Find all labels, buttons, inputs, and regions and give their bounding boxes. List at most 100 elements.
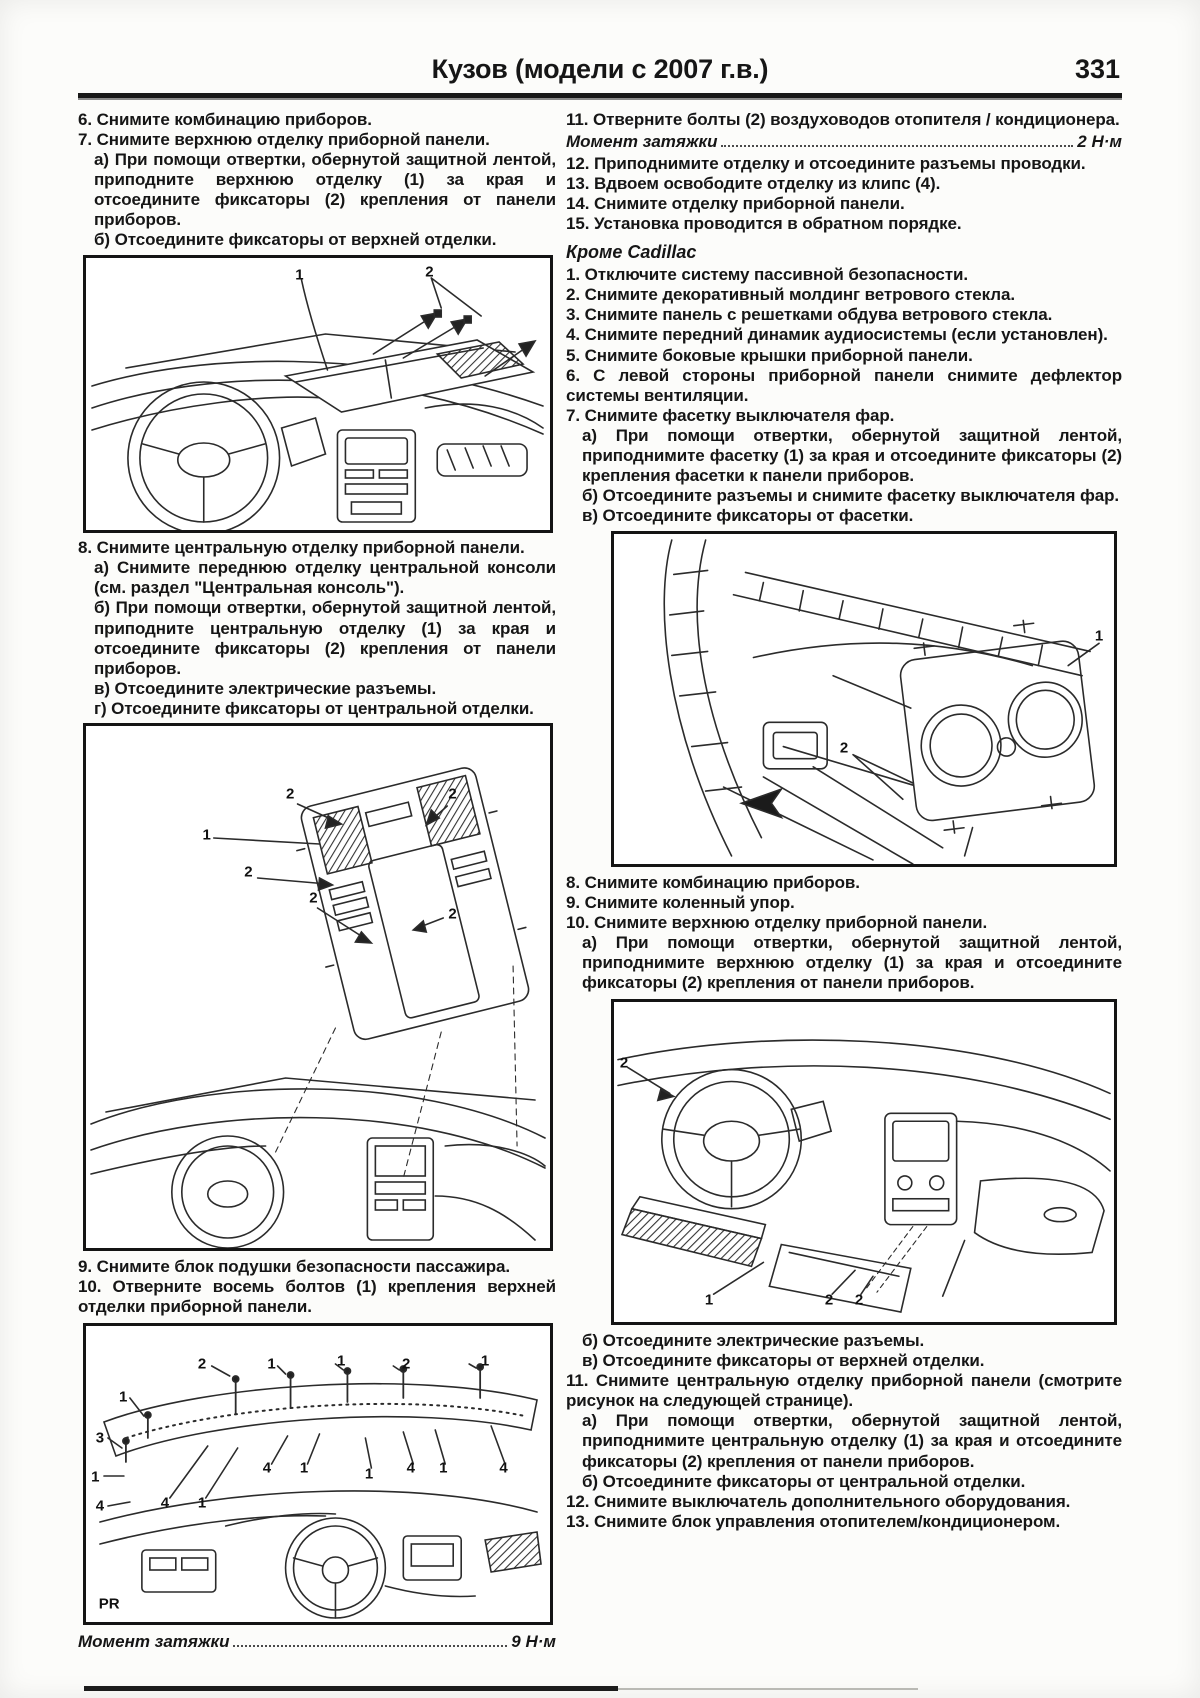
instruction-step: 6. Снимите комбинацию приборов.	[78, 110, 372, 129]
figure-bolts-art	[99, 1362, 542, 1619]
scan-artifact-line	[84, 1686, 618, 1691]
figure-callout: 1	[202, 826, 211, 844]
figure-callout: 4	[95, 1497, 105, 1515]
left-column: 6. Снимите комбинацию приборов.7. Снимит…	[78, 110, 556, 1654]
figure-callout: 1	[91, 1468, 100, 1486]
instruction-substep: в) Отсоедините фиксаторы от верхней отде…	[582, 1351, 985, 1371]
instruction-step: 13. Вдвоем освободите отделку из клипс (…	[566, 174, 941, 194]
steps-group: б) Отсоедините электрические разъемы.в) …	[566, 1331, 1122, 1531]
figure-callout: 1	[704, 1291, 714, 1309]
instruction-step: 2. Снимите декоративный молдинг ветровог…	[566, 285, 1015, 305]
steps-group: 1. Отключите систему пассивной безопасно…	[566, 265, 1122, 526]
figure-callout: PR	[98, 1595, 120, 1613]
instruction-step: 8. Снимите комбинацию приборов.	[566, 872, 860, 892]
instruction-step: 10. Отверните восемь болтов (1) креплени…	[78, 1276, 556, 1316]
figure-callout: 1	[118, 1388, 128, 1406]
instruction-step: 12. Приподнимите отделку и отсоедините р…	[566, 154, 1086, 174]
content-columns: 6. Снимите комбинацию приборов.7. Снимит…	[0, 100, 1200, 1654]
figure-callout: 4	[499, 1459, 508, 1477]
instruction-step: 5. Снимите боковые крышки приборной пане…	[566, 345, 973, 365]
header-rule	[78, 93, 1122, 100]
figure-callout: 1	[267, 1355, 276, 1373]
figure-callout: 1	[480, 1352, 490, 1370]
steps-group: 8. Снимите комбинацию приборов.9. Снимит…	[566, 873, 1122, 993]
figure-callout: 2	[244, 863, 253, 881]
figure-callout: 1	[364, 1465, 374, 1483]
instruction-substep: б) При помощи отвертки, обернутой защитн…	[94, 598, 556, 678]
instruction-step: 8. Снимите центральную отделку приборной…	[78, 538, 525, 558]
instruction-step: 9. Снимите коленный упор.	[566, 892, 795, 912]
instruction-step: 7. Снимите фасетку выключателя фар.	[566, 405, 895, 425]
torque-value: 9 Н·м	[511, 1631, 556, 1651]
figure-callout: 1	[295, 266, 304, 284]
instruction-step: 4. Снимите передний динамик аудиосистемы…	[566, 325, 1108, 345]
figure-callout: 1	[197, 1494, 207, 1512]
instruction-substep: г) Отсоедините фиксаторы от центральной …	[94, 698, 534, 718]
instruction-substep: б) Отсоедините фиксаторы от центральной …	[582, 1471, 1026, 1491]
instruction-step: 1. Отключите систему пассивной безопасно…	[566, 265, 968, 285]
steps-group: 11. Отверните болты (2) воздуховодов ото…	[566, 110, 1122, 130]
instruction-substep: б) Отсоедините фиксаторы от верхней отде…	[94, 230, 497, 250]
figure-callout: 2	[448, 785, 457, 803]
page-header: Кузов (модели с 2007 г.в.) 331	[0, 0, 1200, 100]
figure-callout: 2	[824, 1291, 834, 1309]
figure-callout: 2	[401, 1355, 411, 1373]
instruction-step: 10. Снимите верхнюю отделку приборной па…	[566, 913, 988, 933]
figure-callout: 1	[337, 1352, 346, 1370]
page-title: Кузов (модели с 2007 г.в.)	[431, 54, 769, 84]
instruction-step: 3. Снимите панель с решетками обдува вет…	[566, 305, 1053, 325]
torque-spec: Момент затяжки 9 Н·м	[78, 1631, 556, 1653]
scan-artifact-line-light	[618, 1688, 918, 1690]
figure-callout: 4	[262, 1459, 272, 1477]
instruction-step: 11. Отверните болты (2) воздуховодов ото…	[566, 110, 1120, 129]
figure-callout: 2	[448, 905, 457, 923]
figure-callout: 2	[309, 889, 318, 907]
figure-callout: 1	[1094, 627, 1104, 645]
figure-callout: 2	[425, 263, 434, 281]
figure-center-trim-art	[90, 766, 546, 1248]
torque-value: 2 Н·м	[1077, 132, 1122, 152]
instruction-step: 15. Установка проводится в обратном поря…	[566, 214, 962, 234]
figure-dashboard-art	[617, 1039, 1111, 1314]
figure-callout: 2	[854, 1291, 864, 1309]
instruction-substep: в) Отсоедините фиксаторы от фасетки.	[582, 505, 914, 525]
section-subheading: Кроме Cadillac	[566, 242, 697, 263]
figure-dashboard-overview: 2 1 2 2	[611, 999, 1117, 1326]
instruction-substep: б) Отсоедините электрические разъемы.	[582, 1331, 925, 1351]
instruction-substep: а) При помощи отвертки, обернутой защитн…	[582, 425, 1122, 485]
instruction-step: 9. Снимите блок подушки безопасности пас…	[78, 1256, 511, 1276]
figure-callout: 1	[299, 1459, 309, 1477]
instruction-substep: а) Снимите переднюю отделку центральной …	[94, 558, 556, 598]
steps-group: 8. Снимите центральную отделку приборной…	[78, 538, 556, 718]
figure-fascia-art	[663, 539, 1100, 864]
instruction-substep: б) Отсоедините разъемы и снимите фасетку…	[582, 485, 1120, 505]
instruction-step: 13. Снимите блок управления отопителем/к…	[566, 1511, 1061, 1531]
instruction-step: 11. Снимите центральную отделку приборно…	[566, 1371, 1122, 1411]
figure-center-trim-removal: 2 2 1 2 2 2	[83, 722, 553, 1251]
instruction-substep: а) При помощи отвертки, обернутой защитн…	[94, 150, 556, 230]
torque-spec: Момент затяжки 2 Н·м	[566, 131, 1122, 153]
instruction-substep: а) При помощи отвертки, обернутой защитн…	[582, 1411, 1122, 1471]
figure-callout: 2	[197, 1355, 207, 1373]
instruction-substep: в) Отсоедините электрические разъемы.	[94, 678, 437, 698]
instruction-step: 14. Снимите отделку приборной панели.	[566, 194, 905, 214]
figure-callout: 4	[406, 1459, 415, 1477]
torque-leader-dots	[233, 1644, 508, 1647]
torque-leader-dots	[721, 145, 1074, 148]
figure-upper-trim-art	[91, 277, 544, 531]
torque-label: Момент затяжки	[566, 132, 718, 152]
figure-callout: 2	[619, 1054, 629, 1072]
steps-group: 9. Снимите блок подушки безопасности пас…	[78, 1257, 556, 1317]
figure-callout: 4	[160, 1494, 170, 1512]
figure-callout: 2	[285, 785, 295, 803]
figure-callout: 1	[439, 1459, 448, 1477]
instruction-substep: а) При помощи отвертки, обернутой защитн…	[582, 933, 1122, 993]
torque-label: Момент затяжки	[78, 1631, 230, 1651]
figure-callout: 3	[95, 1429, 105, 1447]
instruction-step: 6. С левой стороны приборной панели сним…	[566, 365, 1122, 405]
figure-callout: 2	[839, 739, 849, 757]
instruction-step: 7. Снимите верхнюю отделку приборной пан…	[78, 130, 490, 150]
